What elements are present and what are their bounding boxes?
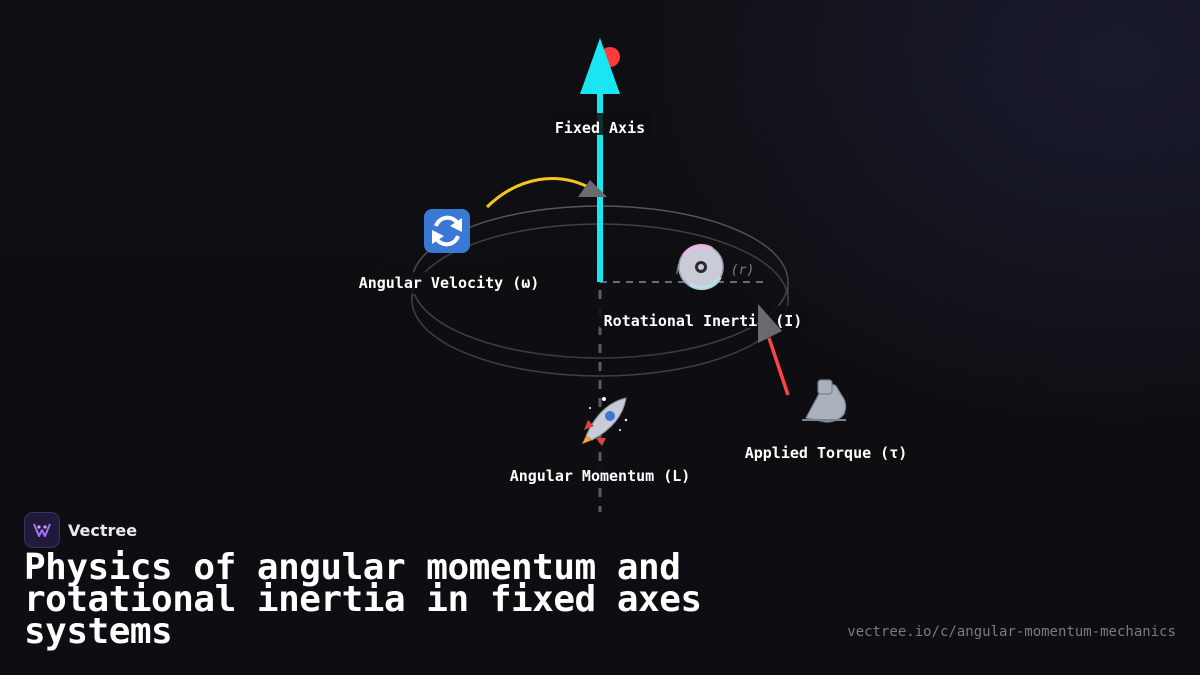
counterclockwise-arrows-icon (424, 209, 470, 253)
brand: Vectree (24, 512, 137, 548)
vectree-logo-icon (24, 512, 60, 548)
axis-label: Fixed Axis (555, 119, 645, 137)
rocket-icon (582, 397, 628, 446)
fixed-axis-arrow (580, 38, 620, 282)
angular-momentum-label: Angular Momentum (L) (510, 467, 691, 485)
rotational-inertia-label: Rotational Inertia (I) (604, 312, 803, 330)
disc-icon (678, 243, 724, 291)
torque-arrow (758, 304, 790, 396)
brand-name: Vectree (68, 520, 138, 540)
page-title: Physics of angular momentum and rotation… (24, 547, 702, 652)
rotation-arc-arrow (485, 177, 607, 209)
applied-torque-label: Applied Torque (τ) (745, 444, 908, 462)
flexed-arm-icon (802, 379, 847, 423)
source-url[interactable]: vectree.io/c/angular-momentum-mechanics (847, 624, 1176, 640)
angular-velocity-label: Angular Velocity (ω) (359, 274, 540, 292)
